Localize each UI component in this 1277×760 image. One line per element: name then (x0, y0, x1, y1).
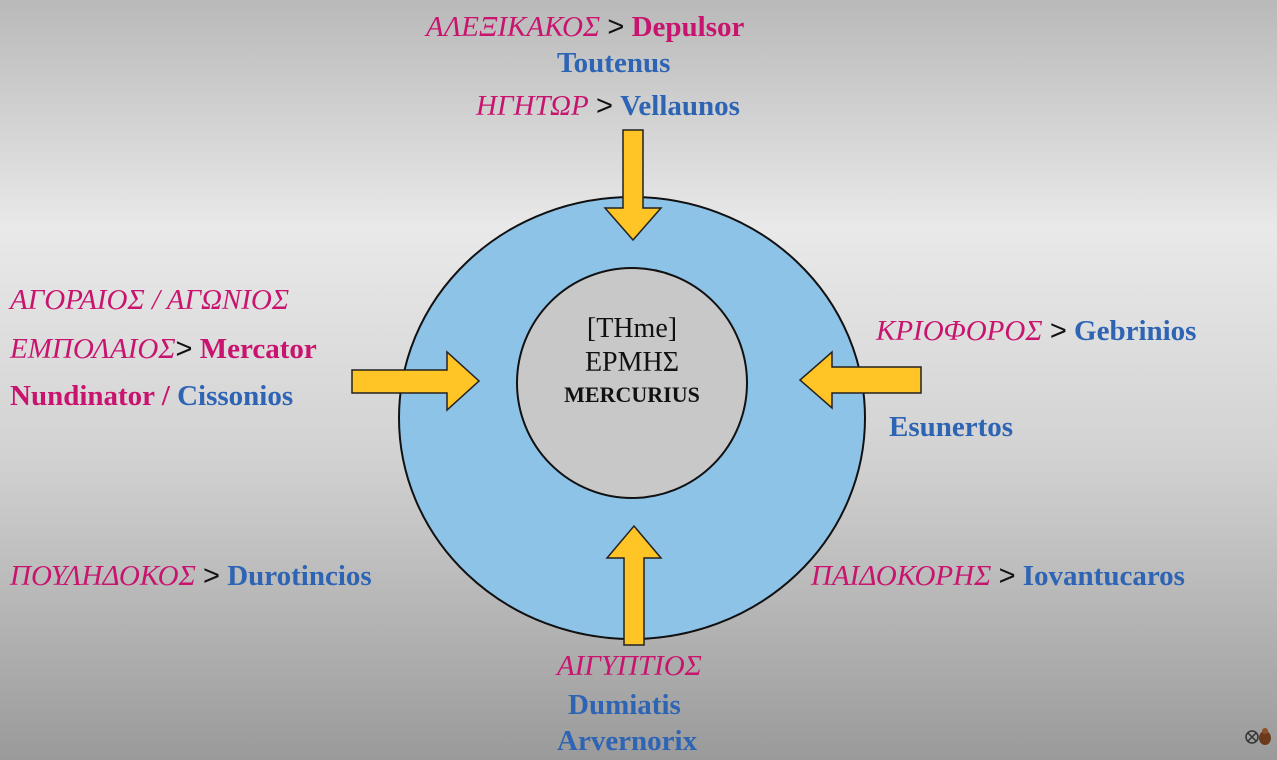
corner-badge-icon (1245, 728, 1271, 745)
top-line-2: Toutenus (557, 46, 670, 80)
top-sep-3: > (595, 90, 613, 122)
bottom-left-line: ΠΟΥΛΗΔΟΚΟΣ > Durotincios (10, 559, 372, 593)
bottom-line-3: Arvernorix (557, 724, 697, 758)
bottom-line-2: Dumiatis (568, 688, 681, 722)
right-sep-1: > (1049, 315, 1067, 347)
top-greek-1: ΑΛΕΞΙΚΑΚΟΣ (426, 11, 601, 43)
left-latin-3b: Cissonios (177, 380, 294, 412)
arrow-bottom (605, 524, 663, 646)
top-latin-1: Depulsor (631, 11, 745, 43)
bottom-latin-2: Arvernorix (557, 725, 698, 757)
center-text-block: [THme] ΕΡΜΗΣ MERCURIUS (532, 312, 732, 410)
left-greek-1: ΑΓΟΡΑΙΟΣ / ΑΓΩΝΙΟΣ (10, 284, 290, 316)
right-greek-1: ΚΡΙΟΦΟΡΟΣ (876, 315, 1043, 347)
top-latin-3: Vellaunos (620, 90, 740, 122)
right-latin-1: Gebrinios (1074, 315, 1197, 347)
left-latin-3a: Nundinator / (10, 380, 170, 412)
top-latin-2: Toutenus (557, 47, 671, 79)
left-sep-2: > (175, 333, 193, 365)
top-line-3: ΗΓΗΤΩΡ > Vellaunos (476, 89, 740, 123)
bottom-left-sep: > (203, 560, 220, 592)
bottom-right-latin: Iovantucaros (1022, 560, 1185, 592)
right-line-1: ΚΡΙΟΦΟΡΟΣ > Gebrinios (876, 314, 1196, 348)
arrow-right (798, 350, 922, 410)
center-greek-label: ΕΡΜΗΣ (584, 347, 680, 378)
bottom-right-greek: ΠΑΙΔΟΚΟΡΗΣ (811, 560, 992, 592)
left-line-3: Nundinator / Cissonios (10, 379, 293, 413)
left-greek-2: ΕΜΠΟΛΑΙΟΣ (10, 333, 176, 365)
bottom-right-sep: > (998, 560, 1016, 592)
arrow-top (603, 129, 663, 242)
top-line-1: ΑΛΕΞΙΚΑΚΟΣ > Depulsor (426, 10, 744, 44)
bottom-left-greek: ΠΟΥΛΗΔΟΚΟΣ (10, 560, 196, 592)
center-latin-label: MERCURIUS (564, 382, 700, 407)
left-line-2: ΕΜΠΟΛΑΙΟΣ> Mercator (10, 332, 317, 366)
top-greek-3: ΗΓΗΤΩΡ (476, 90, 589, 122)
arrow-left (351, 350, 481, 412)
bottom-latin-1: Dumiatis (568, 689, 681, 721)
bottom-left-latin: Durotincios (227, 560, 372, 592)
left-line-1: ΑΓΟΡΑΙΟΣ / ΑΓΩΝΙΟΣ (10, 283, 289, 317)
center-top-label: [THme] (586, 313, 678, 344)
right-latin-2: Esunertos (889, 411, 1014, 443)
top-sep-1: > (607, 11, 625, 43)
center-circle (516, 267, 748, 499)
bottom-greek: ΑΙΓΥΠΤΙΟΣ (557, 650, 702, 682)
right-line-2: Esunertos (889, 410, 1013, 444)
left-latin-2: Mercator (199, 333, 317, 365)
bottom-line-1: ΑΙΓΥΠΤΙΟΣ (557, 649, 702, 683)
bottom-right-line: ΠΑΙΔΟΚΟΡΗΣ > Iovantucaros (811, 559, 1185, 593)
